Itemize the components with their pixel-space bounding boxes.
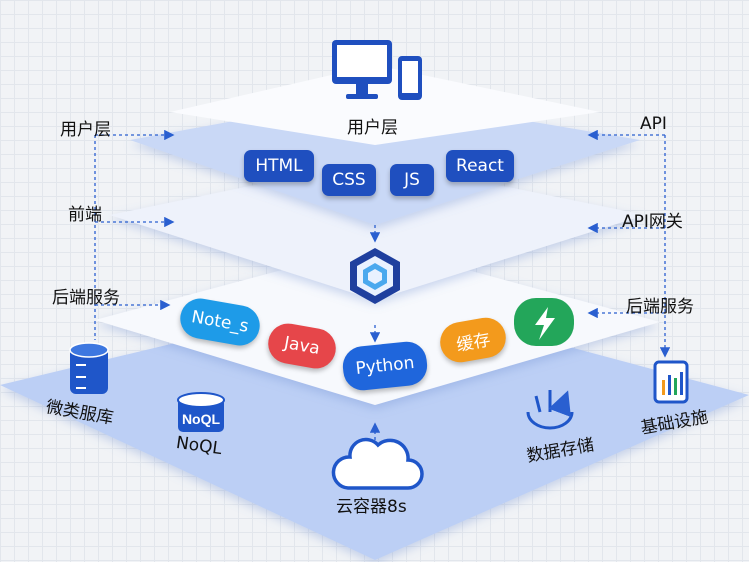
phone-icon: [398, 56, 422, 100]
infra-label-cloud-container: 云容器8s: [336, 497, 407, 517]
monitor-icon: [332, 40, 392, 99]
right-label-api: API: [640, 114, 667, 134]
user-plane-bottom: [130, 95, 640, 225]
left-label-backend: 后端服务: [52, 288, 120, 308]
backend-plane: [95, 245, 660, 405]
frontend-plane: [110, 160, 645, 300]
nosql-icon: NoQL: [177, 392, 225, 432]
right-label-backend: 后端服务: [626, 297, 694, 317]
infrastructure-icon: [653, 360, 689, 404]
database-icon: [69, 342, 109, 394]
data-storage-icon: [526, 390, 572, 430]
left-label-frontend: 前端: [68, 205, 102, 225]
user-plane-top: [170, 65, 600, 145]
hexagon-icon: [350, 248, 400, 304]
tag-react[interactable]: React: [446, 150, 514, 182]
user-layer-title: 用户层: [347, 118, 398, 138]
lightning-icon[interactable]: [514, 298, 574, 346]
svg-text:NoQL: NoQL: [182, 411, 221, 427]
right-label-gateway: API网关: [622, 212, 683, 232]
tag-css[interactable]: CSS: [322, 164, 376, 196]
cloud-icon: [331, 437, 424, 490]
tag-html[interactable]: HTML: [244, 150, 314, 182]
left-label-user: 用户层: [60, 120, 111, 140]
tag-js[interactable]: JS: [390, 164, 434, 196]
connector-lines: [94, 129, 671, 440]
